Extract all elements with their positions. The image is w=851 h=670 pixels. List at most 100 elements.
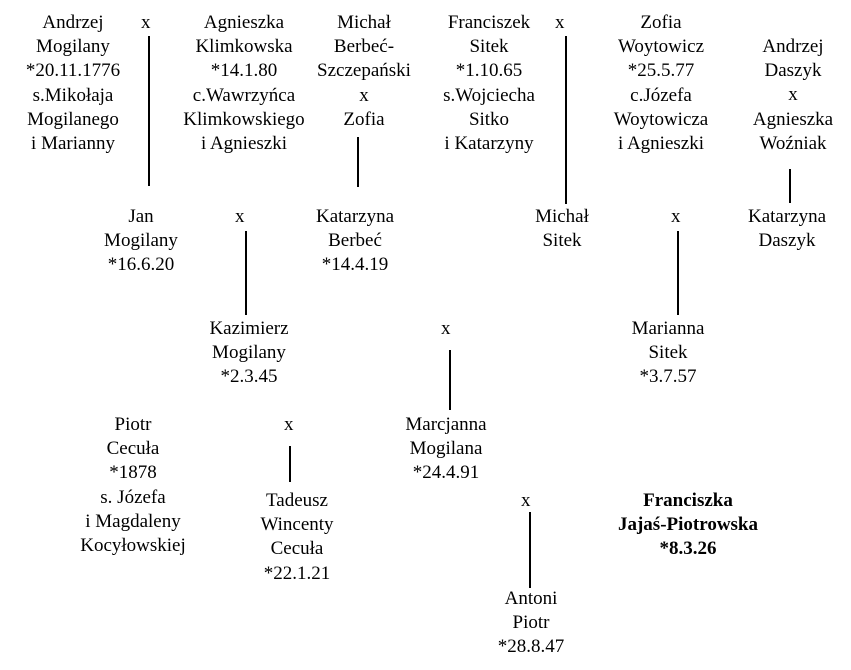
person-line: s.Mikołaja	[32, 84, 114, 106]
person-line: Szczepański	[317, 60, 411, 82]
person-line: Zofia	[343, 108, 385, 130]
person-line: Agnieszka	[203, 12, 285, 33]
person-line: *25.5.77	[627, 60, 695, 82]
person-line: Klimkowskiego	[183, 108, 305, 130]
person-line: Franciszek	[447, 12, 531, 33]
person-line: Woźniak	[759, 132, 827, 154]
person-line: Marianna	[631, 318, 705, 339]
person-line: x	[788, 84, 798, 106]
person-line: i Marianny	[31, 133, 115, 155]
descent-line	[148, 36, 150, 186]
person-line: c.Wawrzyńca	[192, 84, 296, 106]
person-line: *20.11.1776	[25, 60, 121, 82]
person-line: Michał	[337, 12, 391, 33]
person-line: *2.3.45	[220, 366, 278, 388]
person-line: Kocyłowskiej	[80, 535, 186, 557]
person-line: Michał	[535, 206, 589, 227]
descent-line	[357, 137, 359, 187]
person-line: Wincenty	[260, 514, 334, 536]
descent-line	[565, 36, 567, 204]
person-line: *14.4.19	[321, 254, 389, 276]
descent-line	[529, 512, 531, 588]
person-line: Sitek	[542, 230, 582, 252]
descent-line	[245, 231, 247, 315]
descent-line	[677, 231, 679, 315]
person-line: *14.1.80	[210, 60, 278, 82]
person-line: i Magdaleny	[85, 510, 181, 532]
descent-line	[449, 350, 451, 410]
person-line: *3.7.57	[639, 366, 697, 388]
person-line: Daszyk	[764, 60, 822, 82]
person-line: Mogilanego	[27, 108, 119, 130]
person-line: Sitko	[468, 108, 510, 130]
person-line: *8.3.26	[659, 538, 717, 560]
marriage-symbol: x	[521, 490, 531, 511]
person-line: Agnieszka	[752, 108, 834, 130]
person-line: c.Józefa	[630, 84, 692, 106]
marriage-symbol: x	[284, 414, 294, 435]
person-line: Woytowicz	[617, 36, 705, 58]
person-line: Mogilany	[212, 342, 286, 364]
marriage-symbol: x	[671, 206, 681, 227]
person-line: Cecuła	[106, 438, 160, 460]
person-line: Sitek	[469, 36, 509, 58]
person-line: i Agnieszki	[617, 133, 705, 155]
person-line: Piotr	[114, 414, 152, 435]
person-line: Mogilany	[36, 36, 110, 58]
person-line: Sitek	[648, 342, 688, 364]
person-line: *1878	[109, 462, 157, 484]
person-line: Klimkowska	[195, 36, 293, 58]
person-line: Katarzyna	[747, 206, 827, 227]
person-line: Marcjanna	[405, 414, 487, 435]
person-line: s.Wojciecha	[443, 84, 535, 106]
person-line: *24.4.91	[412, 462, 480, 484]
person-line: Jajaś-Piotrowska	[617, 514, 759, 536]
marriage-symbol: x	[555, 12, 565, 33]
person-line: s. Józefa	[100, 486, 166, 508]
person-line: x	[359, 84, 369, 106]
person-line: i Agnieszki	[200, 133, 288, 155]
person-line: Andrzej	[762, 36, 824, 57]
person-line: Katarzyna	[315, 206, 395, 227]
person-line: *28.8.47	[497, 636, 565, 658]
person-line: Franciszka	[643, 490, 733, 511]
person-line: Berbeć	[328, 230, 382, 252]
person-line: *16.6.20	[107, 254, 175, 276]
person-line: Mogilana	[409, 438, 483, 460]
person-line: Jan	[128, 206, 154, 227]
person-line: Piotr	[512, 612, 550, 634]
person-line: Berbeć-	[333, 36, 395, 58]
person-line: *1.10.65	[455, 60, 523, 82]
marriage-symbol: x	[441, 318, 451, 339]
marriage-symbol: x	[235, 206, 245, 227]
person-line: Cecuła	[270, 538, 324, 560]
person-line: Tadeusz	[266, 490, 328, 511]
marriage-symbol: x	[141, 12, 151, 33]
person-line: *22.1.21	[263, 562, 331, 584]
person-line: i Katarzyny	[444, 133, 534, 155]
descent-line	[289, 446, 291, 482]
person-line: Woytowicza	[613, 108, 709, 130]
descent-line	[789, 169, 791, 203]
person-line: Kazimierz	[209, 318, 289, 339]
person-line: Antoni	[504, 588, 558, 609]
person-line: Zofia	[640, 12, 682, 33]
person-line: Daszyk	[758, 230, 816, 252]
